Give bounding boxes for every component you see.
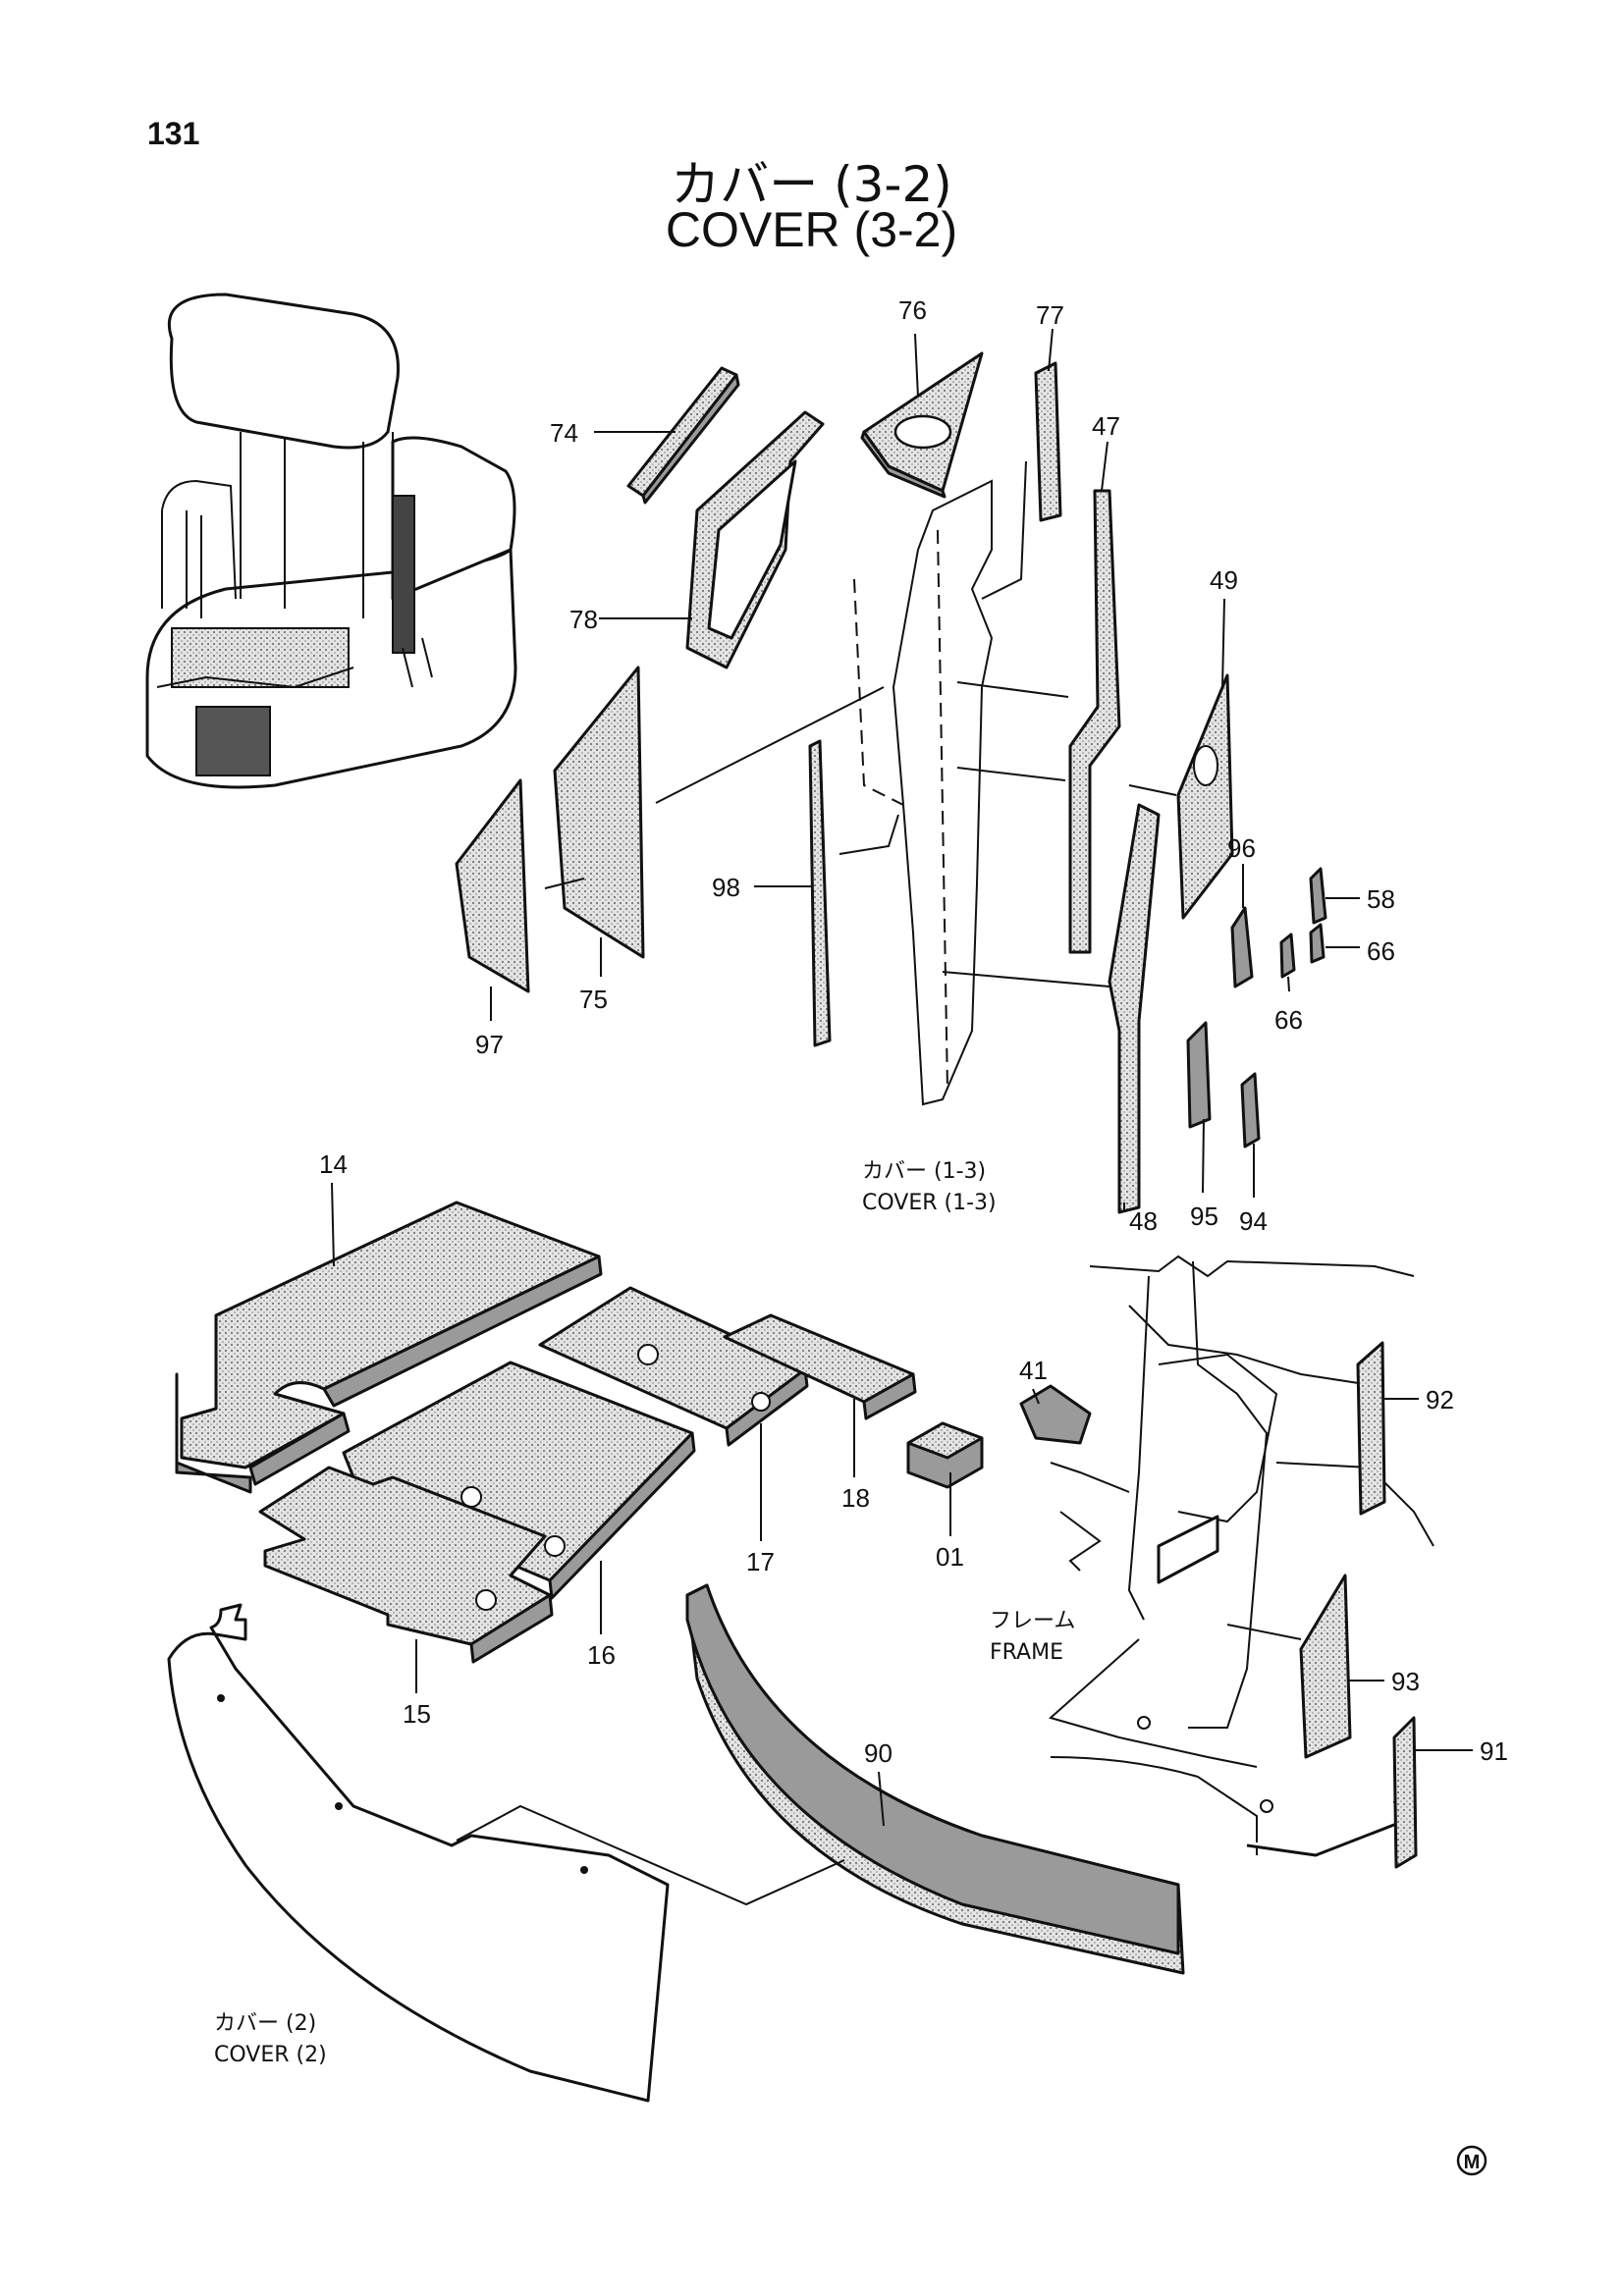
callout-16: 16 [587, 1640, 616, 1670]
callout-labels: 74 78 76 77 47 49 96 58 66 66 98 97 75 4… [319, 295, 1508, 1768]
callout-17: 17 [746, 1547, 775, 1576]
part-15 [258, 1466, 554, 1664]
callout-98: 98 [712, 873, 740, 902]
part-48 [1108, 803, 1161, 1214]
part-95 [1186, 1021, 1212, 1129]
callout-47: 47 [1092, 411, 1120, 441]
callout-49: 49 [1210, 565, 1238, 595]
part-18 [723, 1313, 917, 1420]
callout-96: 96 [1227, 833, 1256, 863]
cover-1-3-label-jp: カバー (1-3) [862, 1159, 986, 1184]
page-number: 131 [147, 116, 200, 151]
part-92 [1356, 1341, 1386, 1516]
page-title-japanese: カバー (3-2) [671, 156, 952, 213]
callout-90: 90 [864, 1738, 893, 1768]
callout-94: 94 [1239, 1206, 1268, 1236]
part-98 [808, 739, 832, 1047]
part-74 [626, 366, 740, 505]
callout-41: 41 [1019, 1356, 1048, 1385]
callout-75: 75 [579, 985, 608, 1014]
callout-92: 92 [1426, 1385, 1454, 1415]
part-75 [553, 666, 645, 959]
cab-overview [145, 293, 517, 789]
callout-14: 14 [319, 1149, 348, 1179]
part-14 [175, 1201, 603, 1494]
callout-66-upper: 66 [1367, 936, 1395, 966]
callout-15: 15 [403, 1699, 431, 1729]
part-41 [1019, 1384, 1092, 1445]
cover-2-label-en: COVER (2) [214, 2043, 327, 2067]
callout-91: 91 [1480, 1736, 1508, 1766]
part-93 [1299, 1574, 1352, 1759]
callout-48: 48 [1129, 1206, 1158, 1236]
part-91 [1392, 1716, 1418, 1869]
reference-labels: カバー (1-3) COVER (1-3) フレーム FRAME カバー (2)… [214, 1159, 1075, 2067]
callout-95: 95 [1190, 1201, 1218, 1231]
frame-outline [1048, 1255, 1434, 1857]
frame-label-en: FRAME [990, 1640, 1063, 1665]
callout-74: 74 [550, 418, 578, 448]
part-66-lower [1279, 933, 1296, 979]
callout-97: 97 [475, 1030, 504, 1059]
part-90 [685, 1583, 1185, 1975]
callout-93: 93 [1391, 1667, 1420, 1696]
cover-1-3-label-en: COVER (1-3) [862, 1191, 997, 1215]
cover-2-outline [167, 1603, 670, 2103]
callout-18: 18 [841, 1483, 870, 1513]
part-76 [860, 351, 984, 499]
part-77 [1034, 361, 1062, 522]
mark-letter: M [1464, 2152, 1481, 2173]
part-49 [1176, 673, 1234, 920]
cover-1-3-outline [853, 460, 1027, 1106]
part-97 [455, 778, 530, 993]
part-47 [1068, 489, 1121, 954]
leader-lines [331, 328, 1473, 1827]
part-96 [1230, 906, 1254, 988]
part-58 [1309, 867, 1327, 925]
page-title-english: COVER (3-2) [665, 202, 958, 257]
callout-78: 78 [569, 605, 598, 634]
cover-2-label-jp: カバー (2) [214, 2011, 316, 2036]
part-01 [906, 1421, 984, 1489]
callout-76: 76 [898, 295, 927, 325]
callout-66-lower: 66 [1274, 1005, 1303, 1035]
callout-77: 77 [1036, 300, 1064, 330]
frame-label-jp: フレーム [990, 1609, 1075, 1633]
callout-58: 58 [1367, 884, 1395, 914]
part-78 [685, 410, 825, 669]
part-66-upper [1309, 923, 1325, 964]
callout-01: 01 [936, 1542, 964, 1572]
part-94 [1240, 1072, 1261, 1148]
circled-m-mark: M [1456, 2145, 1488, 2176]
